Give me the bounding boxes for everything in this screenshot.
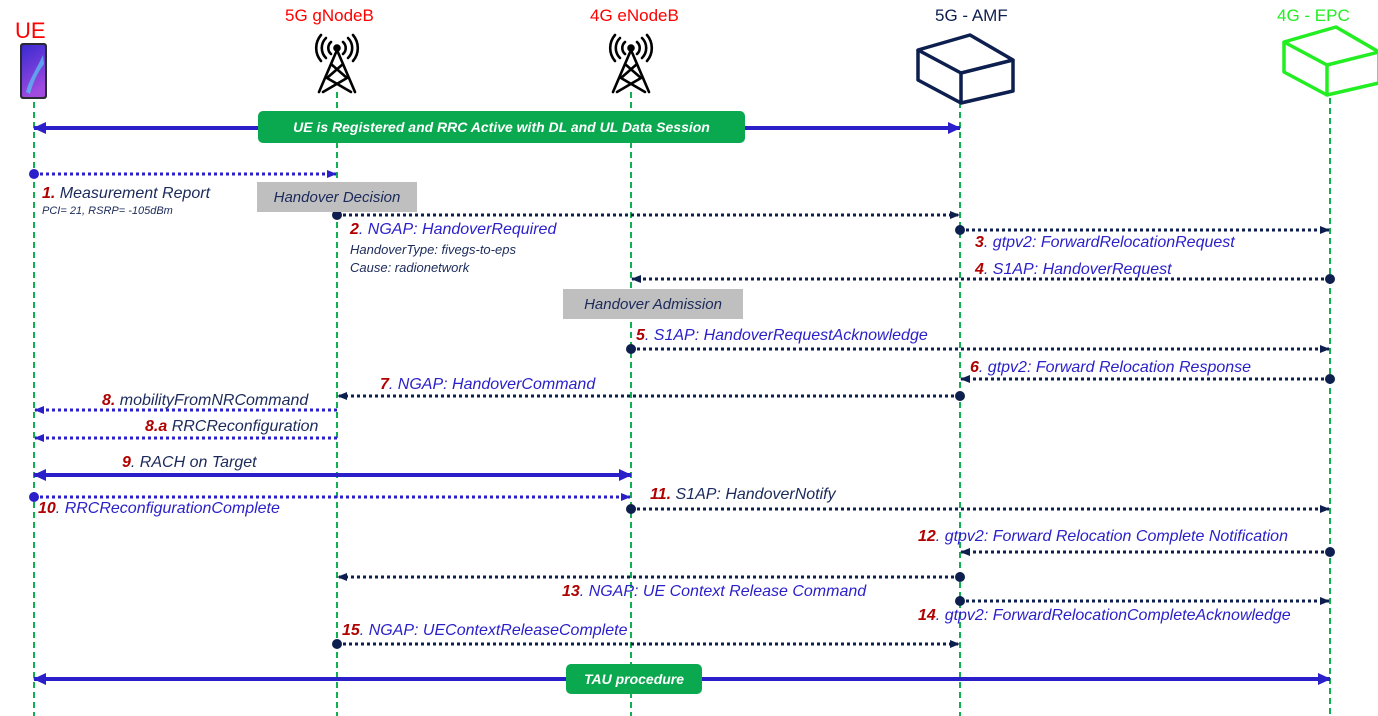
tau-banner: TAU procedure	[566, 664, 702, 694]
message-13-label: 13. NGAP: UE Context Release Command	[562, 583, 867, 600]
message-4-arrow-origin-dot	[1325, 274, 1335, 284]
message-5-label: 5. S1AP: HandoverRequestAcknowledge	[636, 327, 928, 344]
message-11-label: 11. S1AP: HandoverNotify	[650, 486, 836, 503]
message-2-arrow-origin-dot	[332, 210, 342, 220]
message-3-arrow-origin-dot	[955, 225, 965, 235]
message-13-arrow-origin-dot	[1325, 547, 1335, 557]
message-9-label: 9. RACH on Target	[122, 454, 257, 471]
box-sides	[1282, 42, 1378, 97]
message-1-label: 1. Measurement Report	[42, 185, 211, 202]
message-8-label: 8. mobilityFromNRCommand	[102, 392, 309, 409]
message-7-arrow-origin-dot	[955, 391, 965, 401]
phone-screen	[22, 45, 45, 97]
smartphone-icon	[20, 43, 47, 99]
box-sides	[916, 50, 1015, 105]
server-box-icon-epc	[1282, 25, 1378, 97]
message-15-label: 15. NGAP: UEContextReleaseComplete	[342, 622, 628, 639]
tower-wave-inner	[621, 40, 641, 56]
node-title-gnodeb: 5G gNodeB	[285, 6, 374, 25]
node-title-ue: UE	[15, 18, 46, 43]
message-16-arrow-origin-dot	[332, 639, 342, 649]
handover-decision-box: Handover Decision	[257, 182, 417, 212]
phone-wallpaper	[26, 55, 44, 94]
message-4-label: 4. S1AP: HandoverRequest	[975, 261, 1172, 278]
message-8a-label: 8.a RRCReconfiguration	[145, 418, 319, 435]
message-10-label: 10. RRCReconfigurationComplete	[38, 500, 280, 517]
message-6-arrow-origin-dot	[1325, 374, 1335, 384]
message-5-arrow-origin-dot	[626, 344, 636, 354]
message-14-arrow-origin-dot	[955, 572, 965, 582]
tower-frame	[317, 48, 357, 94]
message-2-detail-cause: Cause: radionetwork	[350, 260, 470, 275]
registered-banner: UE is Registered and RRC Active with DL …	[258, 111, 745, 143]
node-title-enodeb: 4G eNodeB	[590, 6, 679, 25]
box-top	[1282, 25, 1378, 67]
cell-tower-icon-enodeb	[608, 33, 654, 94]
tower-wave-outer	[608, 33, 654, 63]
message-12-arrow-origin-dot	[626, 504, 636, 514]
message-12-label: 12. gtpv2: Forward Relocation Complete N…	[918, 528, 1288, 545]
message-3-label: 3. gtpv2: ForwardRelocationRequest	[975, 234, 1235, 251]
message-15-arrow-origin-dot	[955, 596, 965, 606]
message-2-label: 2. NGAP: HandoverRequired	[350, 221, 557, 238]
tower-wave-middle	[614, 36, 648, 60]
message-1-detail: PCI= 21, RSRP= -105dBm	[42, 205, 173, 217]
box-top	[916, 33, 1015, 75]
message-2-detail-handover-type: HandoverType: fivegs-to-eps	[350, 242, 516, 257]
node-title-epc: 4G - EPC	[1277, 6, 1350, 25]
tower-wave-middle	[320, 36, 354, 60]
message-11-arrow-origin-dot	[29, 492, 39, 502]
cell-tower-icon-gnodeb	[314, 33, 360, 94]
node-title-amf: 5G - AMF	[935, 6, 1008, 25]
message-7-label: 7. NGAP: HandoverCommand	[380, 376, 596, 393]
tower-wave-inner	[327, 40, 347, 56]
message-6-label: 6. gtpv2: Forward Relocation Response	[970, 359, 1252, 376]
tower-wave-outer	[314, 33, 360, 63]
message-1-arrow-origin-dot	[29, 169, 39, 179]
tower-frame	[611, 48, 651, 94]
message-14-label: 14. gtpv2: ForwardRelocationCompleteAckn…	[918, 607, 1291, 624]
server-box-icon-amf	[916, 33, 1015, 105]
handover-admission-box: Handover Admission	[563, 289, 743, 319]
